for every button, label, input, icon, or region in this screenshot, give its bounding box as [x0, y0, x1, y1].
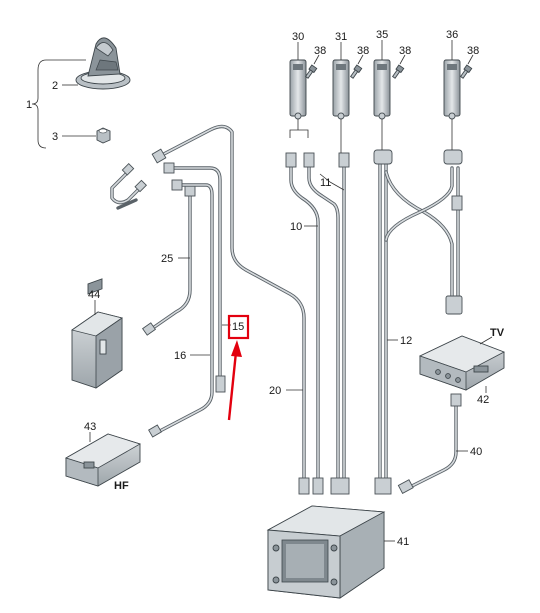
label-20: 20	[269, 385, 281, 397]
antenna-adapter-cable	[110, 162, 148, 210]
radio-unit-41	[266, 505, 386, 599]
label-40: 40	[470, 446, 482, 458]
roof-antenna-part	[75, 37, 131, 90]
label-16: 16	[174, 350, 186, 362]
antenna-nut-part	[96, 127, 111, 144]
label-35: 35	[376, 29, 388, 41]
cable-10	[285, 152, 324, 495]
label-38-a: 38	[314, 45, 326, 57]
cable-15	[163, 162, 226, 393]
label-42: 42	[477, 394, 489, 406]
label-hf: HF	[114, 480, 129, 492]
cable-20	[151, 124, 310, 495]
label-11: 11	[320, 177, 331, 189]
cable-25	[141, 185, 196, 336]
label-1: 1	[26, 99, 32, 111]
label-2: 2	[52, 80, 58, 92]
cable-12	[373, 149, 463, 495]
label-36: 36	[446, 29, 458, 41]
label-3: 3	[52, 131, 58, 143]
label-38-c: 38	[399, 45, 411, 57]
label-15: 15	[232, 321, 244, 333]
cable-11	[303, 152, 350, 495]
label-25: 25	[161, 253, 173, 265]
highlight-arrow	[227, 340, 242, 421]
module-35	[373, 59, 391, 120]
module-36	[443, 59, 461, 120]
label-30: 30	[292, 31, 304, 43]
label-tv: TV	[490, 327, 505, 339]
cable-40	[397, 393, 462, 494]
label-41: 41	[397, 536, 409, 548]
tv-tuner-42	[418, 335, 505, 391]
label-31: 31	[335, 31, 347, 43]
label-38-b: 38	[357, 45, 369, 57]
label-44: 44	[88, 289, 100, 301]
module-30	[289, 59, 307, 120]
label-43: 43	[84, 421, 96, 433]
screws-38	[304, 64, 473, 79]
label-10: 10	[290, 221, 302, 233]
module-44	[71, 278, 123, 389]
label-38-d: 38	[467, 45, 479, 57]
module-43	[65, 433, 141, 487]
antenna-bracket	[31, 59, 47, 149]
highlight-box	[227, 314, 250, 340]
cable-16	[148, 179, 214, 438]
label-12: 12	[400, 335, 412, 347]
module-31	[332, 59, 350, 120]
